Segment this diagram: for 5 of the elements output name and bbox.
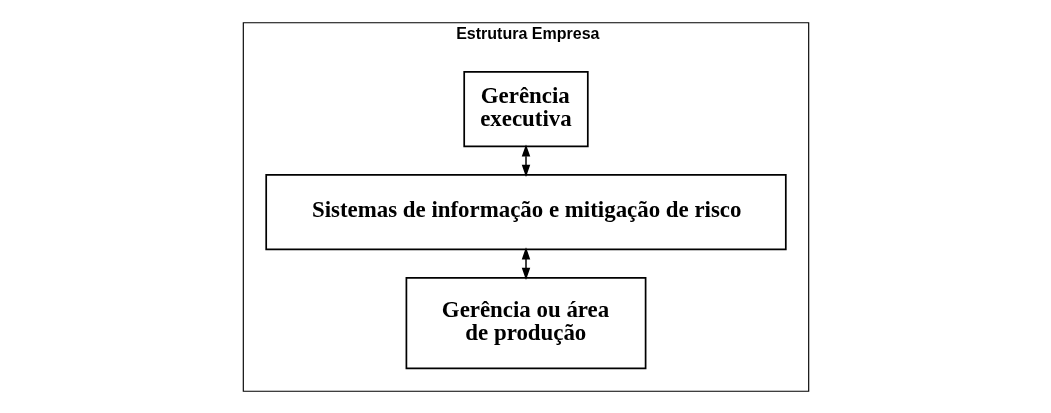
node-box: Gerência ou área de produção [405, 276, 646, 369]
node-box: Sistemas de informação e mitigação de risco [264, 173, 787, 250]
node-box: Gerência executiva [462, 70, 589, 147]
arrow [521, 246, 530, 280]
arrow [521, 143, 530, 177]
